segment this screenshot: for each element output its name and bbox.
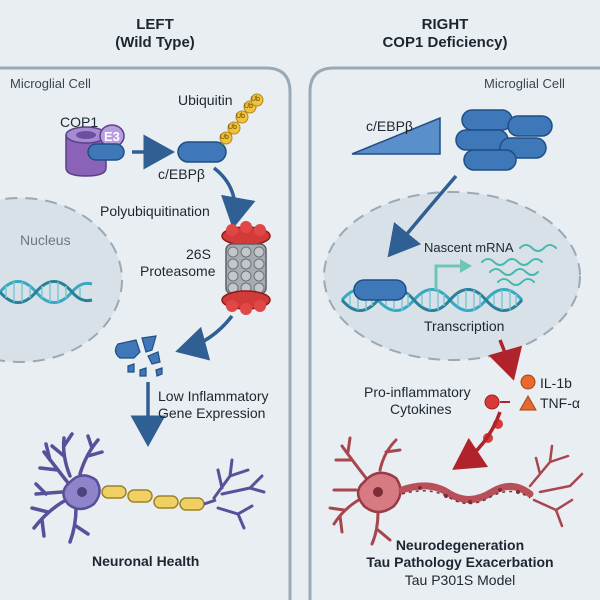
polyubiquitination-label: Polyubiquitination — [100, 203, 210, 219]
tau-model-label: Tau P301S Model — [404, 572, 516, 588]
left-cell-label: Microglial Cell — [10, 76, 91, 91]
healthy-neuron — [30, 432, 266, 544]
right-title: RIGHT — [421, 16, 469, 33]
nascent-mrna-label: Nascent mRNA — [424, 240, 514, 255]
transcription-label: Transcription — [424, 318, 505, 334]
ubiquitin-label: Ubiquitin — [178, 92, 233, 108]
cytokine-release — [483, 394, 510, 443]
right-outcome-line2: Tau Pathology Exacerbation — [366, 554, 554, 570]
nucleus-label: Nucleus — [20, 232, 71, 248]
nuclear-translocation-arrow — [387, 174, 458, 258]
proteasome-label-line1: 26S — [186, 246, 211, 262]
left-cell-membrane — [0, 66, 292, 600]
cebpb-accumulation-gradient — [351, 116, 441, 155]
right-nucleus — [323, 191, 581, 361]
low-expression-label-line1: Low Inflammatory — [158, 388, 269, 404]
degraded-cebpb-fragments — [114, 335, 163, 377]
cytokine-il1b — [520, 374, 536, 390]
right-subtitle: COP1 Deficiency) — [382, 34, 508, 51]
degradation-arrow — [175, 314, 234, 361]
right-cell-label: Microglial Cell — [484, 76, 565, 91]
cop1-label: COP1 — [60, 114, 99, 130]
ub-tag-5: Ub — [251, 96, 260, 103]
accumulated-cebpb-cluster — [455, 109, 553, 171]
ub-tag-2: Ub — [228, 124, 237, 131]
cytokines-label-line1: Pro-inflammatory — [364, 384, 471, 400]
low-expression-label-line2: Gene Expression — [158, 405, 266, 421]
transcription-start-arrow — [434, 264, 462, 290]
proteasome-label-line2: Proteasome — [140, 263, 216, 279]
ub-tag-1: Ub — [220, 134, 229, 141]
right-cebpb-label: c/EBPβ — [366, 118, 413, 134]
left-nucleus — [0, 197, 123, 363]
cytokine-tnfa — [519, 394, 537, 411]
cytokines-label-line2: Cytokines — [390, 401, 452, 417]
tnfa-label: TNF-α — [540, 395, 580, 411]
transcription-start-arrowhead — [460, 259, 472, 273]
il1b-label: IL-1b — [540, 375, 572, 391]
right-cell-membrane — [308, 66, 600, 600]
cytokine-damage-arrow — [452, 411, 502, 470]
left-cebpb-protein — [177, 141, 227, 163]
bound-cebpb-protein — [353, 279, 407, 301]
cop1-e3-ligase — [65, 124, 125, 177]
left-subtitle: (Wild Type) — [115, 34, 195, 51]
transcription-output-arrow — [488, 339, 523, 381]
polyubiquitination-arrow — [212, 166, 256, 229]
right-outcome-line1: Neurodegeneration — [395, 537, 525, 553]
ub-tag-4: Ub — [244, 103, 253, 110]
left-title: LEFT — [136, 16, 174, 33]
ubiquitin-chain — [219, 93, 264, 145]
nascent-mrna — [481, 244, 557, 286]
left-outcome: Neuronal Health — [92, 553, 200, 569]
left-dna-helix — [0, 280, 93, 304]
proteasome — [221, 221, 271, 315]
left-cebpb-label: c/EBPβ — [158, 166, 205, 182]
damaged-neuron — [328, 436, 584, 546]
ub-tag-3: Ub — [236, 113, 245, 120]
e3-label: E3 — [104, 129, 120, 144]
